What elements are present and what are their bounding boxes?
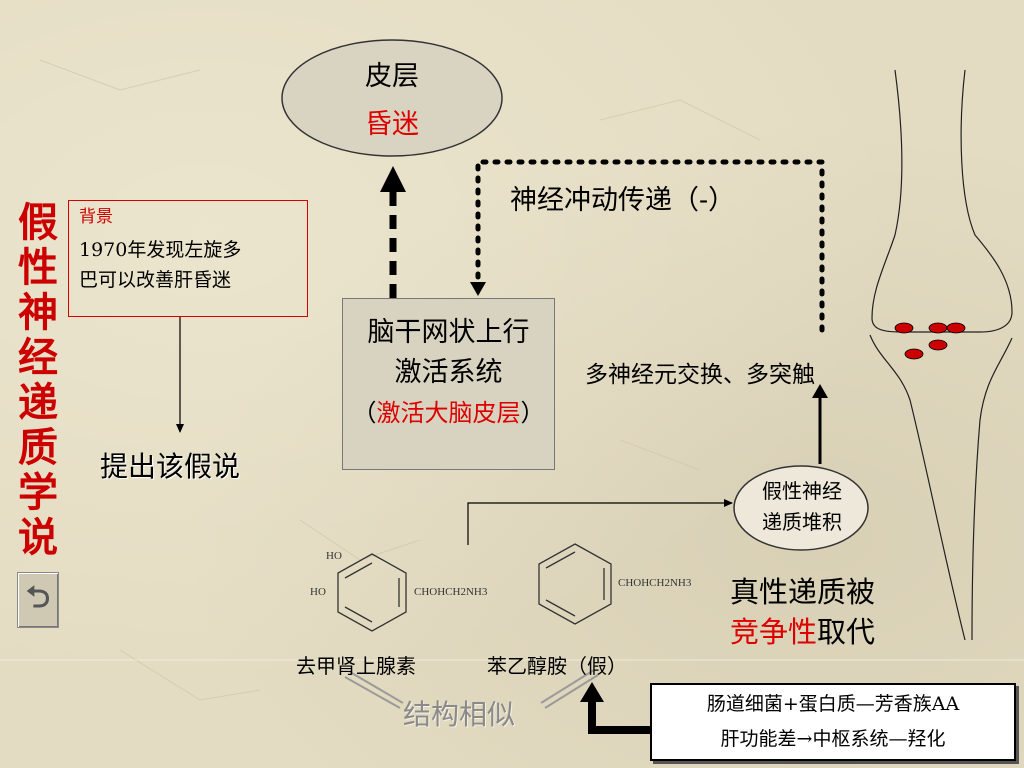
vesicle-group bbox=[894, 322, 966, 360]
brainstem-line-1: 脑干网状上行 bbox=[367, 317, 530, 348]
norepinephrine-name: 去甲肾上腺素 bbox=[296, 654, 416, 678]
brainstem-box: 脑干网状上行 激活系统 （激活大脑皮层） bbox=[342, 298, 555, 470]
proposal-label: 提出该假说 bbox=[100, 450, 241, 483]
background-line-1: 1970年发现左旋多 bbox=[79, 239, 242, 261]
page-title: 假性神经递质学说 bbox=[18, 199, 58, 561]
true-line-2: 竞争性取代 bbox=[730, 612, 875, 652]
u-turn-back-icon: ⮌ bbox=[25, 579, 51, 615]
true-highlight: 竞争性 bbox=[730, 615, 818, 649]
gut-line-2: 肝功能差→中枢系统—羟化 bbox=[720, 728, 946, 750]
accumulation-label: 假性神经 递质堆积 bbox=[738, 476, 866, 538]
phenylethanolamine-name: 苯乙醇胺（假） bbox=[487, 654, 627, 678]
impulse-arrowhead bbox=[470, 282, 486, 296]
gut-arrowhead bbox=[580, 682, 604, 702]
chain2-label: CHOHCH2NH3 bbox=[618, 577, 692, 589]
accumulation-ellipse bbox=[733, 465, 869, 551]
gut-box: 肠道细菌+蛋白质—芳香族AA 肝功能差→中枢系统—羟化 bbox=[650, 683, 1016, 761]
norepinephrine-ring bbox=[337, 553, 407, 632]
multi-neuron-label: 多神经元交换、多突触 bbox=[585, 362, 815, 388]
close-paren: ） bbox=[520, 399, 545, 427]
brainstem-highlight: 激活大脑皮层 bbox=[376, 399, 521, 427]
accumulation-arrow bbox=[467, 499, 733, 545]
impulse-dotted-path bbox=[475, 159, 825, 333]
background-heading: 背景 bbox=[79, 207, 113, 227]
back-button[interactable]: ⮌ bbox=[17, 572, 59, 628]
gut-arrow bbox=[588, 700, 650, 734]
synapse-drawing bbox=[869, 69, 1013, 641]
brainstem-line-2: 激活系统 bbox=[394, 357, 503, 388]
cortex-ellipse bbox=[281, 39, 503, 157]
similarity-label: 结构相似 bbox=[403, 698, 516, 731]
true-line-1: 真性递质被 bbox=[730, 575, 876, 609]
true-transmitter-label: 真性递质被 竞争性取代 bbox=[730, 572, 875, 652]
accumulation-line-1: 假性神经 bbox=[762, 479, 842, 503]
phenylethanolamine-ring bbox=[538, 543, 612, 625]
open-paren: （ bbox=[352, 399, 377, 427]
ho-top-label: HO bbox=[326, 550, 342, 562]
impulse-label: 神经冲动传递（-） bbox=[510, 185, 736, 216]
background-text: 1970年发现左旋多 巴可以改善肝昏迷 bbox=[79, 235, 297, 295]
ho-left-label: HO bbox=[310, 586, 326, 598]
multi-neuron-arrowhead bbox=[812, 384, 828, 398]
accumulation-line-2: 递质堆积 bbox=[762, 510, 842, 534]
chain1-label: CHOHCH2NH3 bbox=[414, 586, 488, 598]
activation-arrowhead bbox=[380, 166, 406, 192]
cortex-label: 皮层 bbox=[365, 61, 419, 92]
background-box: 背景 1970年发现左旋多 巴可以改善肝昏迷 bbox=[68, 200, 308, 317]
similarity-bracket bbox=[344, 669, 599, 709]
true-line-2-rest: 取代 bbox=[817, 615, 876, 649]
background-line-2: 巴可以改善肝昏迷 bbox=[79, 269, 232, 291]
gut-line-1: 肠道细菌+蛋白质—芳香族AA bbox=[706, 693, 960, 715]
brainstem-line-3: （激活大脑皮层） bbox=[343, 393, 554, 433]
cortex-state: 昏迷 bbox=[365, 109, 419, 140]
